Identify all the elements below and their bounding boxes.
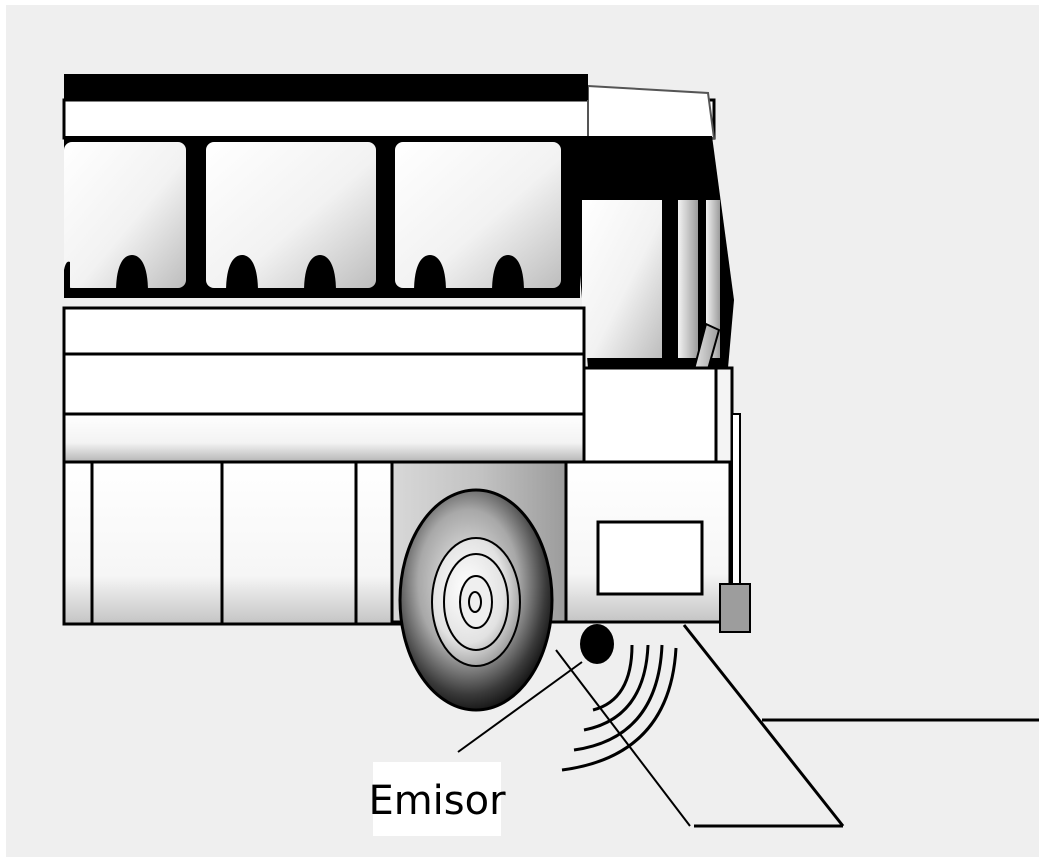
bus-front-face xyxy=(582,366,741,625)
emitter-label-box xyxy=(373,762,501,836)
emitter-sensor xyxy=(580,624,614,664)
bus-window xyxy=(64,142,186,288)
bus-window xyxy=(395,142,561,288)
passenger-silhouette xyxy=(304,255,336,292)
passenger-silhouette xyxy=(492,255,524,292)
passenger-silhouette xyxy=(64,261,70,292)
passenger-silhouette xyxy=(414,255,446,292)
roof-stripe xyxy=(64,74,588,100)
passenger-silhouette xyxy=(116,255,148,292)
label-leader xyxy=(457,649,691,827)
corner-light xyxy=(719,583,751,633)
bus-side-panels xyxy=(62,306,586,464)
window-band xyxy=(64,136,580,298)
ground-lines xyxy=(682,624,1039,828)
bus-window xyxy=(206,142,376,288)
emitter-label: Emisor xyxy=(368,778,506,824)
bus-wheel xyxy=(398,488,554,712)
bus-front-windshield xyxy=(568,136,734,368)
passenger-silhouette xyxy=(226,255,258,292)
front-grille xyxy=(596,520,704,596)
